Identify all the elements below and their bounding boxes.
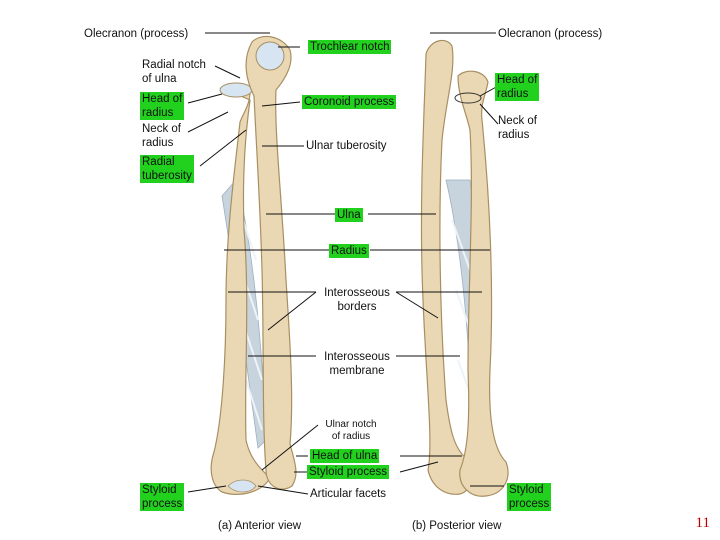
label-styloid-process-center: Styloid process: [307, 465, 389, 479]
label-ulna: Ulna: [335, 208, 363, 222]
head-of-radius-posterior: [454, 92, 482, 104]
label-olecranon-left: Olecranon (process): [84, 28, 189, 40]
leader-lines: [187, 32, 504, 495]
posterior-view-bones: [420, 39, 509, 497]
label-olecranon-right: Olecranon (process): [498, 28, 603, 40]
label-styloid-process-left: Styloid process: [140, 483, 185, 511]
caption-posterior-view: (b) Posterior view: [412, 520, 502, 532]
label-radius: Radius: [329, 244, 369, 258]
label-head-of-radius-right: Head of radius: [495, 73, 540, 101]
label-ulnar-notch: Ulnar notch of radius: [325, 419, 377, 442]
ulna-anterior: [245, 35, 297, 490]
caption-anterior-view: (a) Anterior view: [218, 520, 302, 532]
radius-anterior: [210, 83, 271, 495]
page-number: 11: [695, 515, 710, 531]
label-coronoid-process: Coronoid process: [302, 95, 397, 109]
label-head-of-radius-left: Head of radius: [140, 92, 185, 120]
label-styloid-process-right: Styloid process: [507, 483, 552, 511]
head-of-radius-anterior: [219, 82, 253, 98]
label-trochlear-notch: Trochlear notch: [308, 40, 392, 54]
label-ulnar-tuberosity: Ulnar tuberosity: [306, 140, 387, 152]
label-head-of-ulna: Head of ulna: [310, 449, 380, 463]
label-radial-notch: Radial notch of ulna: [142, 59, 206, 85]
label-radial-tuberosity: Radial tuberosity: [140, 155, 194, 183]
anterior-view-bones: [210, 35, 297, 495]
label-interosseous-borders: Interosseous borders: [324, 287, 390, 313]
label-interosseous-membrane: Interosseous membrane: [324, 351, 390, 377]
trochlear-notch-cartilage: [255, 41, 285, 71]
label-neck-of-radius-left: Neck of radius: [142, 123, 181, 149]
label-articular-facets: Articular facets: [310, 488, 387, 500]
label-neck-of-radius-right: Neck of radius: [498, 115, 537, 141]
